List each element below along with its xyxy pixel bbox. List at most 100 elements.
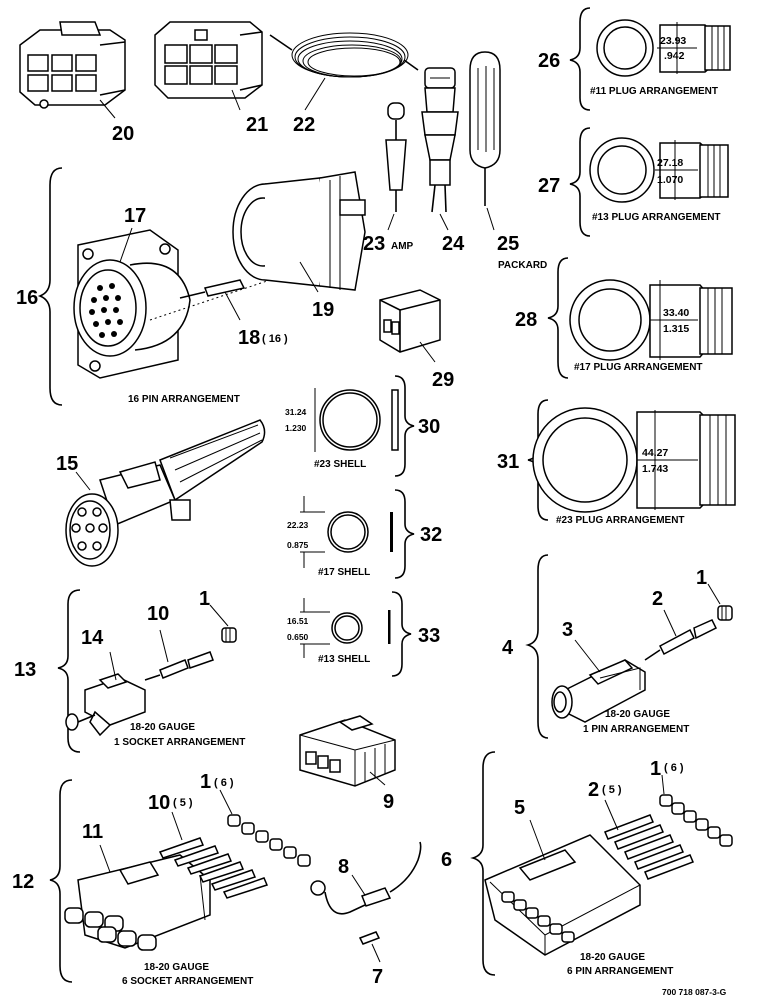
shell-30-drawing	[314, 388, 399, 452]
plug-31-dim-mm: 44.27	[642, 447, 668, 459]
connector-9-drawing	[299, 715, 396, 787]
label-1-pin: 1 PIN ARRANGEMENT	[583, 724, 689, 735]
splice-7-drawing	[358, 931, 381, 945]
callout-29: 29	[432, 369, 454, 391]
wire-22-drawing	[269, 32, 419, 78]
callout-18: 18	[238, 327, 260, 349]
callout-26: 26	[538, 50, 560, 72]
brace-26	[569, 7, 591, 111]
label-shell-13: #13 SHELL	[318, 654, 370, 665]
pins-2-drawing	[604, 814, 694, 880]
callout-16: 16	[16, 287, 38, 309]
callout-30: 30	[418, 416, 440, 438]
terminals-10-drawing	[158, 837, 269, 899]
callout-14: 14	[81, 627, 104, 649]
shell-30-dim-in: 1.230	[285, 423, 307, 433]
callout-31: 31	[497, 451, 519, 473]
callout-7: 7	[372, 966, 383, 988]
plug-31-drawing	[532, 407, 736, 513]
plug-26-dim-in: .942	[664, 50, 685, 62]
receptacle-17-drawing	[73, 229, 191, 379]
callout-4: 4	[502, 637, 514, 659]
shell-32-dim-mm: 22.23	[287, 520, 309, 530]
label-plug-13: #13 PLUG ARRANGEMENT	[592, 212, 721, 223]
callout-27: 27	[538, 175, 560, 197]
label-6-socket: 6 SOCKET ARRANGEMENT	[122, 976, 253, 987]
shell-32-dim-in: 0.875	[287, 540, 309, 550]
plug-28-dim-in: 1.315	[663, 323, 689, 335]
shell-30-dim-mm: 31.24	[285, 407, 307, 417]
callout-33: 33	[418, 625, 440, 647]
shell-32-drawing	[300, 496, 393, 568]
terminal-2-drawing	[644, 619, 718, 661]
callout-1-group-right: 1	[650, 758, 661, 780]
brace-27	[569, 127, 591, 237]
label-1-socket: 1 SOCKET ARRANGEMENT	[114, 737, 245, 748]
seals-1-right-drawing	[659, 794, 733, 847]
brace-6	[470, 751, 496, 976]
shell-33-dim-in: 0.650	[287, 632, 309, 642]
callout-20: 20	[112, 123, 134, 145]
connector-20-drawing	[19, 21, 126, 109]
qty-18: ( 16 )	[262, 333, 288, 345]
connector-21-drawing	[154, 21, 263, 99]
brace-13	[57, 589, 81, 753]
backshell-19-drawing	[232, 171, 366, 291]
terminal-10-drawing	[144, 651, 214, 681]
label-plug-11: #11 PLUG ARRANGEMENT	[590, 86, 718, 97]
connector-14-drawing	[65, 673, 146, 737]
brace-32	[394, 489, 415, 579]
label-packard: PACKARD	[498, 260, 547, 271]
plug-27-dim-in: 1.070	[657, 174, 683, 186]
callout-5: 5	[514, 797, 525, 819]
callout-2: 2	[652, 588, 663, 610]
qty-2: ( 5 )	[602, 784, 622, 796]
callout-10: 10	[147, 603, 169, 625]
callout-1-group-left: 1	[200, 771, 211, 793]
connector-29-drawing	[379, 289, 441, 353]
plug-26-dim-mm: 23.93	[660, 35, 686, 47]
callout-3: 3	[562, 619, 573, 641]
label-shell-23: #23 SHELL	[314, 459, 366, 470]
tool-25-packard-drawing	[469, 51, 501, 206]
callout-15: 15	[56, 453, 78, 475]
tool-23-amp-drawing	[385, 102, 407, 212]
callout-1: 1	[199, 588, 210, 610]
shell-33-dim-mm: 16.51	[287, 616, 309, 626]
plug-26-drawing	[596, 19, 731, 77]
callout-13: 13	[14, 659, 36, 681]
label-shell-17: #17 SHELL	[318, 567, 370, 578]
pin-18-drawing	[149, 259, 331, 321]
callout-8: 8	[338, 856, 349, 878]
brace-4	[525, 554, 549, 739]
brace-33	[391, 591, 412, 677]
plug-28-drawing	[569, 279, 733, 361]
connector-11-drawing	[64, 854, 211, 951]
callout-1-right: 1	[696, 567, 707, 589]
label-16-pin: 16 PIN ARRANGEMENT	[128, 394, 240, 405]
plug-31-dim-in: 1.743	[642, 463, 668, 475]
callout-23: 23	[363, 233, 385, 255]
brace-16	[37, 167, 63, 406]
qty-1-left: ( 6 )	[214, 777, 234, 789]
label-plug-23: #23 PLUG ARRANGEMENT	[556, 515, 685, 526]
label-gauge-4: 18-20 GAUGE	[605, 709, 670, 720]
callout-22: 22	[293, 114, 315, 136]
qty-10: ( 5 )	[173, 797, 193, 809]
callout-9: 9	[383, 791, 394, 813]
brace-28	[547, 257, 569, 379]
drawing-number: 700 718 087-3-G	[662, 987, 727, 997]
callout-2-group: 2	[588, 779, 599, 801]
shell-33-drawing	[300, 598, 391, 658]
callout-12: 12	[12, 871, 34, 893]
tool-24-drawing	[421, 67, 459, 213]
brace-31	[527, 399, 549, 521]
brace-12	[49, 779, 73, 983]
label-gauge-6: 18-20 GAUGE	[580, 952, 645, 963]
connector-3-drawing	[551, 659, 646, 723]
qty-1-right: ( 6 )	[664, 762, 684, 774]
connector-5-drawing	[484, 834, 641, 956]
connector-15-drawing	[65, 419, 266, 567]
seals-1-left-drawing	[227, 814, 311, 867]
callout-17: 17	[124, 205, 146, 227]
